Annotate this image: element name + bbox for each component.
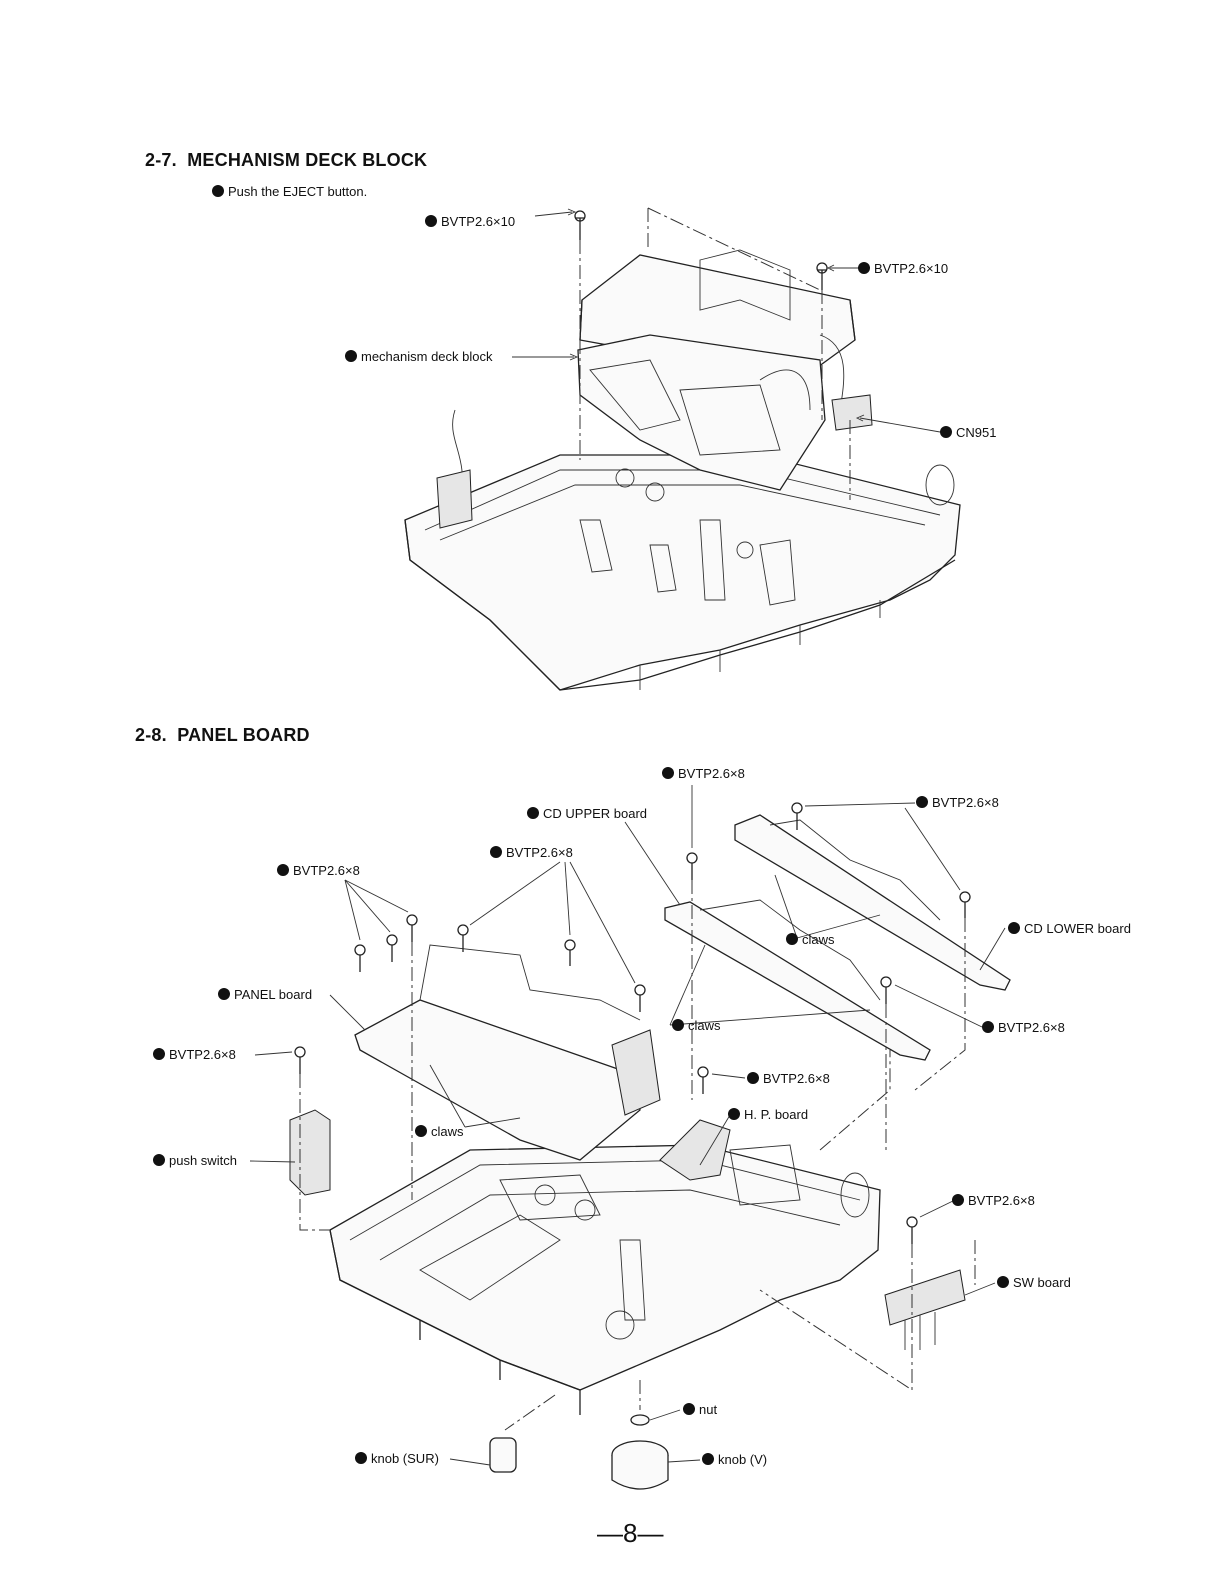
callout-text: nut [699,1402,718,1417]
callout-text: claws [802,932,835,947]
step-marker-icon [982,1021,994,1033]
step-marker-icon [952,1194,964,1206]
section-title-mechanism-deck: 2-7. MECHANISM DECK BLOCK [145,150,428,170]
callout-text: BVTP2.6×10 [441,214,516,229]
step-marker-icon [527,807,539,819]
callout-sw-board: SW board [997,1275,1071,1290]
callout-screw-push: BVTP2.6×8 [153,1047,236,1062]
step-marker-icon [672,1019,684,1031]
callout-screw-top-right: BVTP2.6×8 [916,795,999,810]
callout-text: CD LOWER board [1024,921,1131,936]
step-marker-icon [702,1453,714,1465]
callout-text: BVTP2.6×8 [506,845,573,860]
step-marker-icon [997,1276,1009,1288]
callout-hp-board: H. P. board [728,1107,808,1122]
callout-text: knob (SUR) [371,1451,439,1466]
callout-screw-top: BVTP2.6×8 [662,766,745,781]
step-marker-icon [345,350,357,362]
step-marker-icon [728,1108,740,1120]
page-number: —8— [597,1518,664,1548]
step-marker-icon [940,426,952,438]
callout-text: push switch [169,1153,237,1168]
step-marker-icon [277,864,289,876]
callout-knob-sur: knob (SUR) [355,1451,439,1466]
step-marker-icon [355,1452,367,1464]
callout-text: BVTP2.6×10 [874,261,949,276]
callout-text: knob (V) [718,1452,768,1467]
callout-screw-cd-lower: BVTP2.6×8 [982,1020,1065,1035]
callout-deck-block: mechanism deck block [345,349,493,364]
callout-text: claws [431,1124,464,1139]
callout-nut: nut [683,1402,717,1417]
step-marker-icon [425,215,437,227]
step-marker-icon [153,1048,165,1060]
step-marker-icon [212,185,224,197]
step-marker-icon [218,988,230,1000]
mechanism-deck-drawing [404,207,961,691]
callout-push-switch: push switch [153,1153,237,1168]
callout-text: mechanism deck block [361,349,493,364]
callout-panel-board: PANEL board [218,987,312,1002]
callout-text: BVTP2.6×8 [932,795,999,810]
step-marker-icon [786,933,798,945]
callout-text: SW board [1013,1275,1071,1290]
callout-screw-left: BVTP2.6×8 [277,863,360,878]
section-title-panel-board: 2-8. PANEL BOARD [135,725,310,745]
step-marker-icon [916,796,928,808]
callout-screw-sw: BVTP2.6×8 [952,1193,1035,1208]
callout-text: CN951 [956,425,997,440]
step-marker-icon [415,1125,427,1137]
callout-screw-hp: BVTP2.6×8 [747,1071,830,1086]
callout-text: BVTP2.6×8 [293,863,360,878]
callout-screw-left-27: BVTP2.6×10 [425,214,515,229]
callout-text: PANEL board [234,987,313,1002]
step-marker-icon [662,767,674,779]
callout-claws-mid: claws [672,1018,721,1033]
step-marker-icon [490,846,502,858]
callout-text: BVTP2.6×8 [169,1047,236,1062]
callout-text: BVTP2.6×8 [763,1071,830,1086]
step-marker-icon [747,1072,759,1084]
callout-screw-right-27: BVTP2.6×10 [858,261,948,276]
callout-screw-center: BVTP2.6×8 [490,845,573,860]
callout-knob-v: knob (V) [702,1452,767,1467]
callout-text: BVTP2.6×8 [968,1193,1035,1208]
eject-instruction-text: Push the EJECT button. [228,184,368,199]
callout-text: BVTP2.6×8 [998,1020,1065,1035]
callout-text: CD UPPER board [543,806,648,821]
callout-text: H. P. board [744,1107,809,1122]
callout-cn951: CN951 [940,425,996,440]
step-marker-icon [858,262,870,274]
callout-claws-left: claws [415,1124,464,1139]
step-marker-icon [1008,922,1020,934]
step-marker-icon [153,1154,165,1166]
step-marker-icon [683,1403,695,1415]
callout-text: BVTP2.6×8 [678,766,745,781]
callout-cd-lower: CD LOWER board [1008,921,1131,936]
callout-cd-upper: CD UPPER board [527,806,647,821]
eject-instruction: Push the EJECT button. [212,184,367,199]
callout-text: claws [688,1018,721,1033]
panel-board-drawing [249,785,1011,1490]
callout-claws-right: claws [786,932,835,947]
